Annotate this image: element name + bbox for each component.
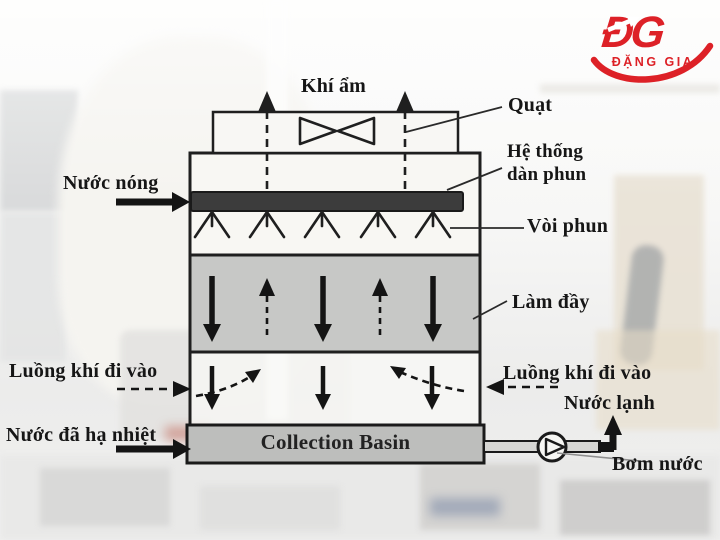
spray-nozzle-icon	[193, 210, 231, 239]
water-pump-label: Bơm nước	[612, 453, 703, 475]
fill-water-down-arrows	[203, 276, 442, 342]
spray-nozzle-icon	[414, 210, 452, 239]
fill-leader-line	[472, 300, 508, 320]
air-inlet-section-box	[188, 350, 482, 427]
logo-company-name: ĐẶNG GIA	[611, 55, 695, 69]
spray-system-label-line2: dàn phun	[507, 164, 587, 185]
air-inlet-curved-arrows	[195, 366, 465, 398]
air-inlet-down-arrows	[204, 366, 440, 410]
air-inlet-left-label: Luồng khí đi vào	[9, 360, 158, 382]
cold-water-arrow	[598, 415, 622, 452]
spray-nozzle-icons	[193, 210, 452, 239]
fill-section-box	[188, 253, 482, 354]
leader-lines	[405, 106, 650, 463]
fan-leader-line	[405, 106, 503, 133]
moist-air-arrows	[258, 91, 414, 191]
cold-water-label: Nước lạnh	[564, 392, 655, 414]
collection-basin-label: Collection Basin	[260, 430, 411, 454]
bg-panel-left	[0, 212, 66, 362]
pump-icon	[536, 431, 568, 463]
bg-machine-4	[560, 480, 710, 535]
spray-header-bar	[190, 191, 464, 212]
spray-system-label-line1: Hệ thống	[507, 141, 584, 162]
pump-leader-line	[556, 452, 650, 463]
air-inlet-right-label: Luồng khí đi vào	[503, 362, 652, 384]
fan-label: Quạt	[508, 94, 553, 116]
hot-water-arrow	[116, 192, 190, 212]
bg-machine-2	[200, 486, 340, 530]
dang-gia-logo: ĐG ĐẶNG GIA	[586, 4, 720, 92]
spray-system-label: Hệ thống dàn phun	[507, 140, 586, 186]
bg-machine-1	[40, 468, 170, 526]
cooled-water-label: Nước đã hạ nhiệt	[6, 424, 157, 446]
fan-blades-icon	[298, 116, 376, 146]
collection-basin-box	[185, 423, 486, 465]
spray-nozzle-icon	[248, 210, 286, 239]
fill-air-up-arrows	[259, 278, 388, 339]
bg-blue-hint	[430, 498, 500, 516]
moist-air-label: Khí ẩm	[300, 75, 367, 97]
spray-nozzle-label: Vòi phun	[527, 215, 609, 237]
bg-machine-3	[420, 464, 540, 530]
hot-water-label: Nước nóng	[63, 172, 159, 194]
cooled-water-arrow	[116, 439, 191, 459]
spray-system-leader-line	[446, 167, 503, 191]
logo-swoosh	[590, 42, 714, 83]
fan-housing-box	[211, 110, 460, 155]
air-inlet-external-arrows	[117, 379, 558, 397]
spray-nozzle-icon	[359, 210, 397, 239]
logo-monogram: ĐG	[599, 8, 665, 57]
spray-nozzle-icon	[303, 210, 341, 239]
fill-label: Làm đầy	[512, 291, 590, 313]
bg-rack-right	[596, 330, 720, 430]
